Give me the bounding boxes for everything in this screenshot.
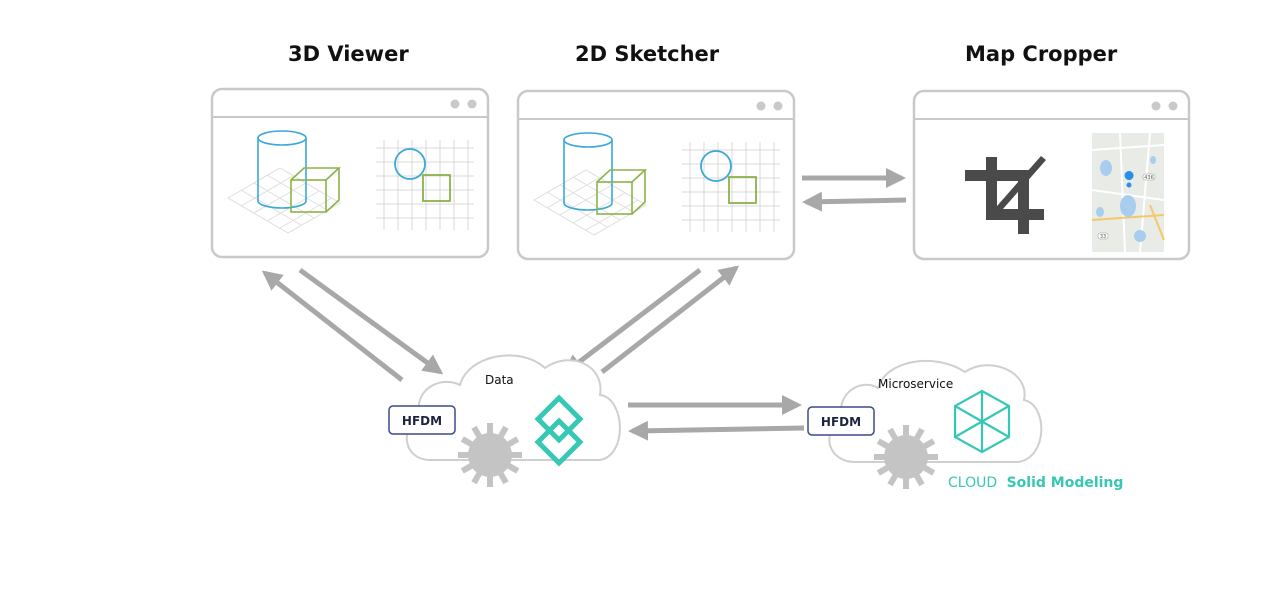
- window-dot: [450, 99, 460, 109]
- map-road-label: 33: [1100, 234, 1106, 240]
- window-dot: [773, 101, 783, 111]
- map-thumbnail: 436 33: [1091, 132, 1165, 253]
- window-map-cropper: 436 33: [912, 89, 1191, 261]
- arrows-cloud-microservice: [628, 395, 805, 441]
- map-road-label: 436: [1144, 175, 1154, 181]
- arrows-windows-cloud: [261, 265, 740, 382]
- brand-prefix: CLOUD: [948, 475, 997, 491]
- cloud-solid-modeling-brand: CLOUD Solid Modeling: [948, 475, 1123, 491]
- window-dot: [756, 101, 766, 111]
- hexagon-cube-icon: [953, 389, 1011, 454]
- map-pin-icon: [1124, 171, 1134, 194]
- title-3d-viewer: 3D Viewer: [288, 42, 409, 66]
- arrows-sketcher-map: [802, 168, 907, 212]
- data-cloud: Data HFDM: [388, 354, 621, 487]
- circle-shape-icon: [394, 148, 426, 180]
- grid-2d-icon: [376, 140, 474, 230]
- gear-icon: [458, 423, 522, 487]
- cylinder-icon: [563, 132, 613, 211]
- title-2d-sketcher: 2D Sketcher: [575, 42, 720, 66]
- double-diamond-icon: [534, 394, 584, 467]
- microservice-cloud: Microservice HFDM CLOUD Solid Modeling: [807, 359, 1123, 491]
- hfdm-label: HFDM: [402, 414, 442, 428]
- cube-icon: [290, 167, 342, 213]
- hfdm-badge-data: [388, 405, 456, 435]
- hfdm-badge-microservice: [807, 406, 875, 436]
- window-dot: [1168, 101, 1178, 111]
- square-shape-icon: [728, 176, 757, 204]
- brand-name: Solid Modeling: [1007, 475, 1124, 491]
- square-shape-icon: [422, 174, 451, 202]
- hfdm-label: HFDM: [821, 415, 861, 429]
- crop-icon: [965, 156, 1046, 234]
- cylinder-icon: [257, 130, 307, 209]
- window-dot: [467, 99, 477, 109]
- data-label: Data: [485, 373, 514, 387]
- gear-icon: [874, 425, 938, 489]
- cube-icon: [596, 169, 648, 215]
- window-dot: [1151, 101, 1161, 111]
- window-3d-viewer: [210, 87, 490, 259]
- microservice-label: Microservice: [878, 377, 953, 391]
- circle-shape-icon: [700, 150, 732, 182]
- title-map-cropper: Map Cropper: [965, 42, 1118, 66]
- window-2d-sketcher: [516, 89, 796, 261]
